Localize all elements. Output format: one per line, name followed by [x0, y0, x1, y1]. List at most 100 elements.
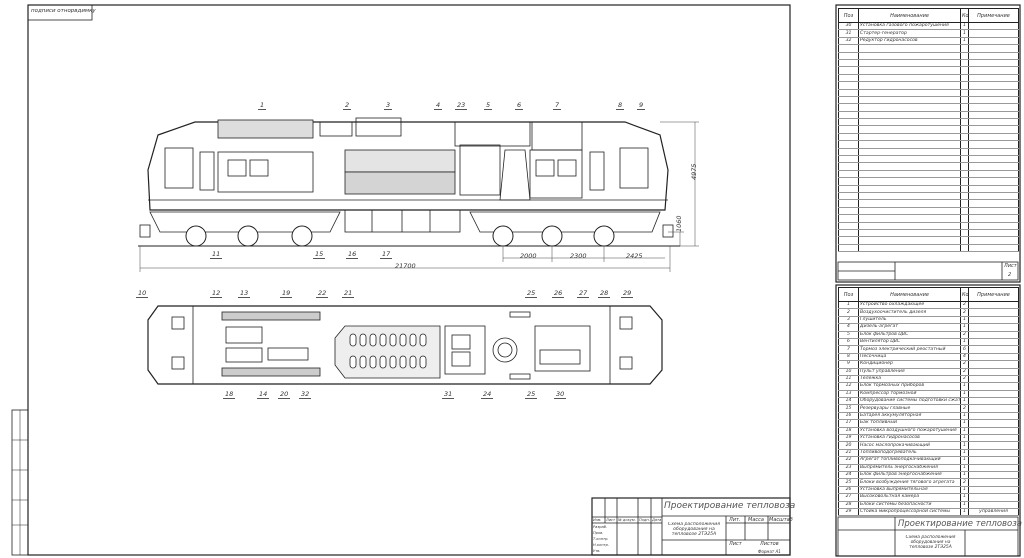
title-block-role: Утв.: [593, 549, 601, 553]
spec-cell-note: [968, 338, 1019, 347]
spec-cell-pos: 19: [838, 434, 859, 443]
spec-cell-name: Блок фильтров ЦВС: [858, 331, 961, 339]
spec-cell-qty: 1: [960, 419, 969, 428]
spec-cell-note: [968, 486, 1019, 495]
callout-label: 6: [515, 101, 524, 110]
spec-cell-qty: [960, 162, 969, 171]
spec-cell-qty: [960, 177, 969, 186]
callout-label: 27: [577, 289, 590, 298]
spec-cell-qty: 2: [960, 360, 969, 369]
spec-cell-pos: 30: [838, 22, 859, 31]
callout-label: 1: [258, 101, 267, 110]
spec-cell-qty: 1: [960, 441, 969, 450]
callout-label: 9: [637, 101, 646, 110]
spec-row: [838, 177, 1019, 186]
spec-cell-note: [968, 177, 1019, 186]
spec-cell-name: Блоки системы безопасности: [858, 501, 961, 509]
spec-cell-name: [858, 192, 961, 201]
spec-cell-pos: [838, 96, 859, 105]
spec-cell-pos: 22: [838, 456, 859, 465]
callout-label: 12: [210, 289, 223, 298]
dimension-buffer_height: 1060: [675, 215, 683, 232]
spec-cell-qty: 1: [960, 464, 969, 473]
spec-cell-qty: [960, 118, 969, 127]
spec-cell-qty: [960, 170, 969, 179]
callout-label: 25: [525, 289, 538, 298]
spec-cell-qty: 1: [960, 508, 969, 517]
spec-cell-name: Установка гидронасосов: [858, 434, 961, 443]
spec-row: [838, 103, 1019, 112]
spec-cell-name: [858, 81, 961, 90]
callout-label: 31: [442, 390, 455, 399]
spec-cell-name: Стойка микропроцессорной системы: [858, 508, 961, 517]
spec-cell-name: [858, 222, 961, 230]
callout-label: 28: [598, 289, 611, 298]
spec-cell-qty: 1: [960, 397, 969, 406]
spec-cell-note: [968, 316, 1019, 325]
spec-cell-name: [858, 155, 961, 164]
plan-view: [147, 305, 663, 385]
spec-cell-note: [968, 74, 1019, 83]
sheet1-sheet-label: Лист: [1004, 263, 1017, 269]
spec-row: [838, 155, 1019, 164]
spec-cell-pos: 12: [838, 382, 859, 391]
spec-cell-qty: [960, 81, 969, 90]
spec-cell-name: Тележка: [858, 375, 961, 384]
spec-cell-pos: [838, 244, 859, 253]
spec-cell-pos: 31: [838, 29, 859, 38]
spec-cell-qty: 1: [960, 390, 969, 399]
spec-cell-name: Кондиционер: [858, 360, 961, 369]
spec-cell-qty: [960, 155, 969, 164]
title-block-frame: [591, 261, 1019, 557]
spec-row: [838, 244, 1019, 253]
spec-row: [838, 148, 1019, 157]
scale-label: Масштаб: [769, 517, 793, 523]
spec-cell-qty: [960, 244, 969, 253]
title-block-role: Разраб.: [593, 525, 608, 529]
sheet2-subtitle: Схема расположения оборудования на тепло…: [905, 535, 956, 550]
spec-cell-qty: [960, 74, 969, 83]
title-block-col-label: Подп.: [639, 518, 650, 522]
spec-cell-qty: 1: [960, 501, 969, 509]
spec-cell-qty: 4: [960, 353, 969, 362]
spec-cell-name: [858, 52, 961, 60]
spec-cell-name: Насос маслопрокачивающий: [858, 441, 961, 450]
dimension-height: 4975: [690, 163, 698, 180]
spec-cell-pos: 32: [838, 37, 859, 46]
spec-cell-note: [968, 96, 1019, 105]
callout-label: 7: [553, 101, 562, 110]
title-block-col-label: № докум.: [618, 518, 636, 522]
callout-label: 8: [616, 101, 625, 110]
spec-cell-note: [968, 140, 1019, 149]
title-block-role: Пров.: [593, 531, 604, 535]
spec-cell-name: Установка газового пожаротушения: [858, 22, 961, 31]
spec-cell-note: [968, 244, 1019, 253]
spec-cell-pos: [838, 214, 859, 223]
spec-cell-note: [968, 404, 1019, 413]
callout-label: 10: [136, 289, 149, 298]
title-block-subtitle: Схема расположения оборудования на тепло…: [667, 522, 721, 537]
spec-row: [838, 162, 1019, 171]
spec-cell-name: Высоковольтная камера: [858, 493, 961, 502]
dimension-overhang: 2425: [626, 252, 643, 260]
spec-cell-qty: 1: [960, 493, 969, 502]
spec-cell-name: Установка воздушного пожаротушения: [858, 427, 961, 436]
spec-cell-pos: [838, 222, 859, 230]
spec-cell-note: [968, 501, 1019, 509]
spec-cell-pos: [838, 118, 859, 127]
spec-row: [838, 199, 1019, 208]
spec-cell-note: [968, 412, 1019, 421]
spec-cell-note: [968, 222, 1019, 230]
